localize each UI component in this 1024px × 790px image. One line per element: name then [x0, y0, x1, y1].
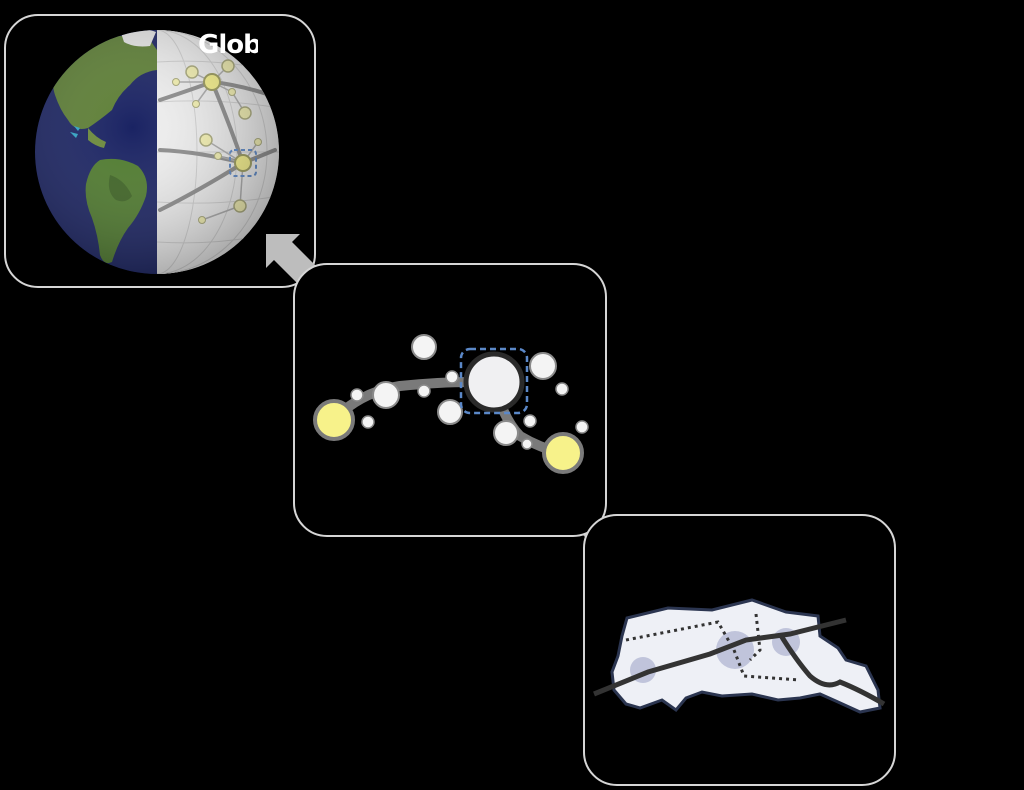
meso-highlight-node-left	[313, 399, 355, 441]
meso-node	[372, 381, 400, 409]
meso-selection-box	[459, 347, 529, 415]
meso-node	[361, 415, 375, 429]
meso-node	[445, 370, 459, 384]
meso-node	[350, 388, 364, 402]
meso-node	[493, 420, 519, 446]
meso-nodes	[313, 334, 589, 474]
meso-node	[521, 438, 533, 450]
meso-selected-node	[463, 351, 525, 413]
meso-node	[529, 352, 557, 380]
meso-node	[417, 384, 431, 398]
globe-shading	[35, 30, 279, 274]
meso-node	[411, 334, 437, 360]
meso-highlight-node-right	[542, 432, 584, 474]
local-main-path	[593, 617, 847, 697]
meso-node	[437, 399, 463, 425]
meso-node	[523, 414, 537, 428]
meso-node	[575, 420, 589, 434]
local-branch-path	[777, 632, 886, 707]
meso-node	[555, 382, 569, 396]
local-dotted-route	[625, 613, 801, 682]
globe-caption: Global	[198, 30, 258, 58]
